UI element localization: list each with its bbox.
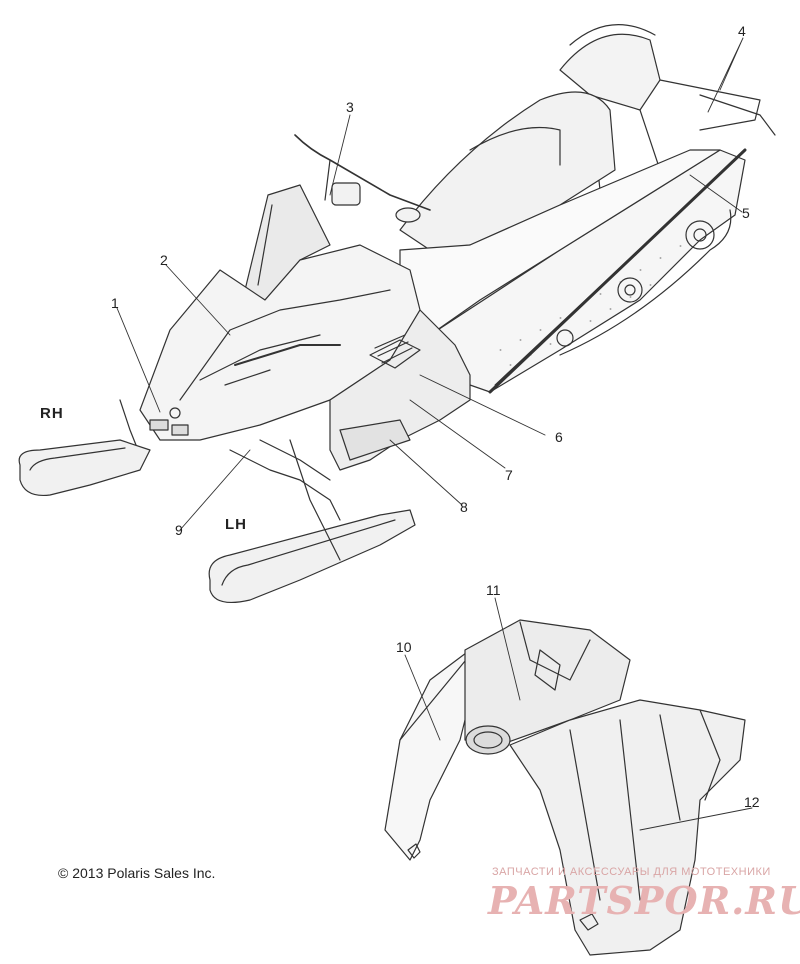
callout-11: 11 <box>486 582 501 598</box>
callout-6: 6 <box>555 429 563 445</box>
watermark-brand: PARTSPOR.RU <box>488 878 800 923</box>
callout-4: 4 <box>738 23 746 39</box>
copyright-text: © 2013 Polaris Sales Inc. <box>58 865 216 881</box>
lh-label: LH <box>225 516 247 533</box>
callout-12: 12 <box>744 794 760 810</box>
callout-7: 7 <box>505 467 513 483</box>
snowmobile-drawing <box>18 24 776 603</box>
watermark-subtitle: ЗАПЧАСТИ И АКСЕССУАРЫ ДЛЯ МОТОТЕХНИКИ <box>492 866 771 878</box>
rh-label: RH <box>40 405 64 422</box>
callout-2: 2 <box>160 252 168 268</box>
callout-9: 9 <box>175 522 183 538</box>
callout-10: 10 <box>396 639 412 655</box>
callout-5: 5 <box>742 205 750 221</box>
callout-3: 3 <box>346 99 354 115</box>
callout-8: 8 <box>460 499 468 515</box>
side-panel-drawing <box>384 619 746 956</box>
callout-1: 1 <box>111 295 119 311</box>
leader-lines <box>116 37 753 831</box>
